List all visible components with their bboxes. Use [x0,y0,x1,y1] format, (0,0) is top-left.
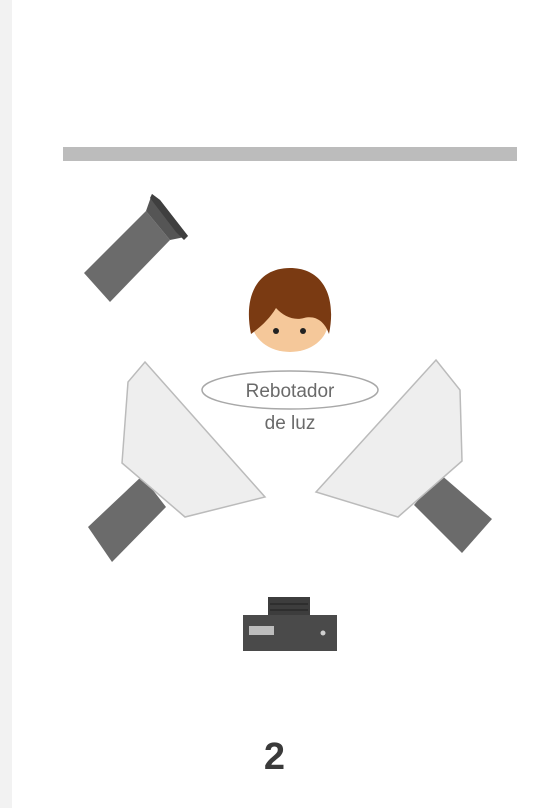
reflector-ellipse: Rebotador de luz [202,371,378,434]
reflector-label-line1: Rebotador [246,381,335,402]
hair-light-spotlight-icon [84,194,188,302]
page-number: 2 [0,736,549,779]
reflector-label-line2: de luz [265,413,316,434]
backdrop-bar [63,147,517,161]
subject-person-head-icon [249,268,331,352]
camera-icon [243,597,337,651]
